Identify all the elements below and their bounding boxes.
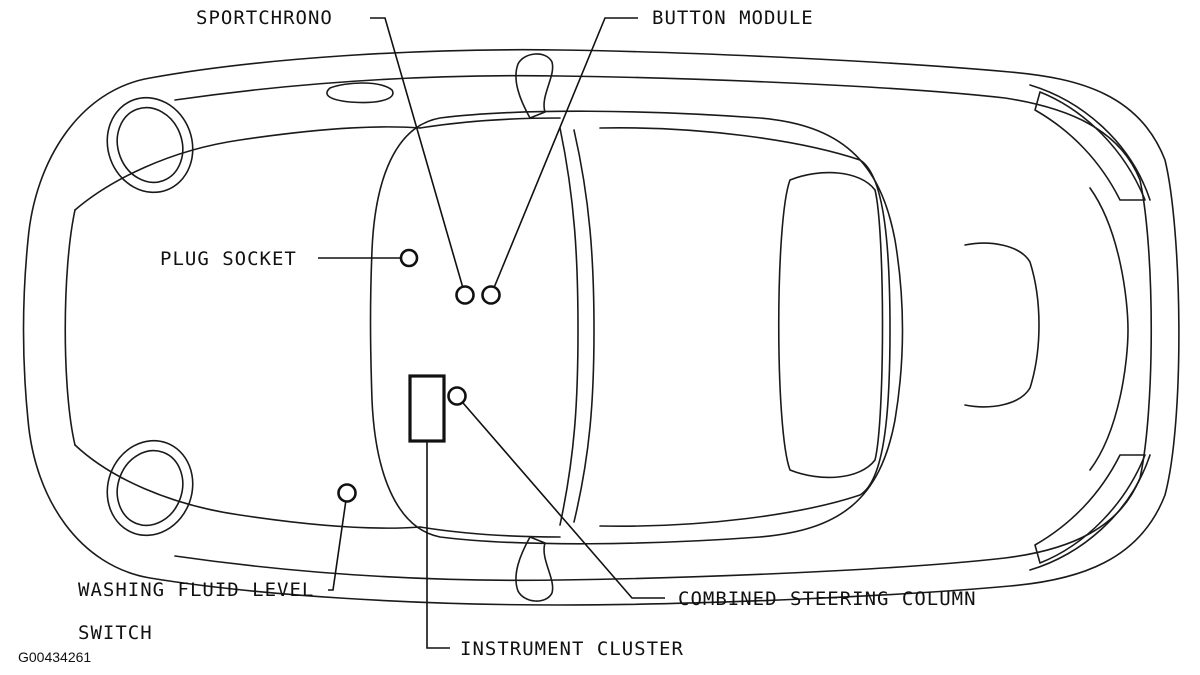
plug-socket-marker [399, 248, 419, 268]
sportchrono-leader [370, 17, 466, 296]
washing-fluid-leader [328, 492, 348, 591]
rear-bumper-line [1029, 84, 1151, 571]
combined-steering-leader [456, 395, 665, 599]
hood-nose [64, 209, 76, 446]
roof-outline [599, 127, 891, 527]
sportchrono-marker [455, 285, 475, 305]
callout-labels: SPORTCHRONO BUTTON MODULE PLUG SOCKET WA… [18, 7, 977, 665]
car-beltline [174, 74, 1153, 582]
label-sportchrono: SPORTCHRONO [196, 7, 333, 29]
washer-filler-cap [326, 82, 394, 104]
right-mirror [515, 536, 554, 602]
label-button-module: BUTTON MODULE [652, 7, 814, 29]
washing-fluid-marker [337, 483, 357, 503]
label-combined-steering-column: COMBINED STEERING COLUMN [678, 588, 977, 610]
left-door-line [419, 117, 561, 129]
left-mirror [515, 53, 554, 119]
right-tail-lamp [1034, 454, 1146, 564]
windshield-inner-line [573, 129, 595, 523]
windshield-line [559, 127, 579, 526]
component-markers [337, 248, 501, 503]
figure-id: G00434261 [18, 649, 91, 665]
left-tail-lamp [1034, 91, 1146, 201]
label-plug-socket: PLUG SOCKET [160, 248, 297, 270]
engine-lid [964, 242, 1040, 408]
leader-lines [318, 17, 665, 649]
right-door-line [419, 526, 561, 538]
label-washing-fluid-line1: WASHING FLUID LEVEL [78, 579, 314, 601]
car-top-view-outline [22, 48, 1180, 606]
label-instrument-cluster: INSTRUMENT CLUSTER [460, 638, 684, 660]
rear-window [777, 171, 884, 479]
right-headlight [106, 439, 194, 537]
rear-spoiler-edge [1089, 187, 1129, 471]
label-washing-fluid-line2: SWITCH [78, 622, 153, 644]
instrument-cluster-leader [426, 442, 450, 649]
left-headlight [106, 96, 194, 194]
hood-left-crease [74, 126, 421, 211]
button-module-leader [490, 17, 638, 296]
instrument-cluster-marker [408, 374, 446, 443]
combined-steering-marker [447, 386, 467, 406]
cabin-outline [369, 110, 904, 545]
hood-right-crease [74, 444, 421, 529]
car-body-outline [22, 48, 1180, 606]
button-module-marker [481, 285, 501, 305]
